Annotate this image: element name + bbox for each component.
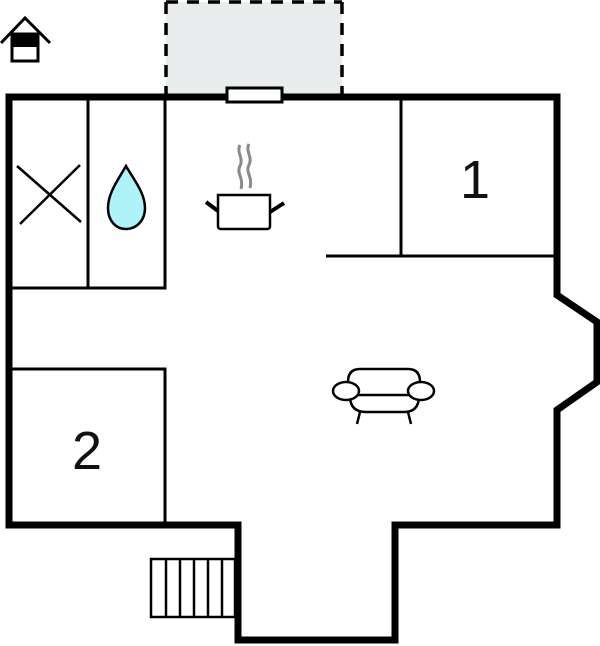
bedroom-1-label: 1: [460, 150, 491, 210]
bathroom-walls: [9, 97, 167, 290]
bedroom-1-walls: [326, 97, 557, 258]
house-floor-icon: [0, 15, 52, 63]
sofa-icon: [331, 367, 436, 425]
window-icon: [225, 86, 284, 104]
water-drop-icon: [106, 163, 147, 231]
bedroom-2-walls: [9, 367, 167, 525]
stairs-icon: [149, 557, 237, 619]
toilet-x-icon: [16, 164, 82, 225]
bedroom-2-label: 2: [72, 421, 103, 481]
cooking-pot-icon: [204, 143, 286, 231]
terrace-area: [164, 0, 344, 96]
outer-wall: [5, 93, 600, 644]
